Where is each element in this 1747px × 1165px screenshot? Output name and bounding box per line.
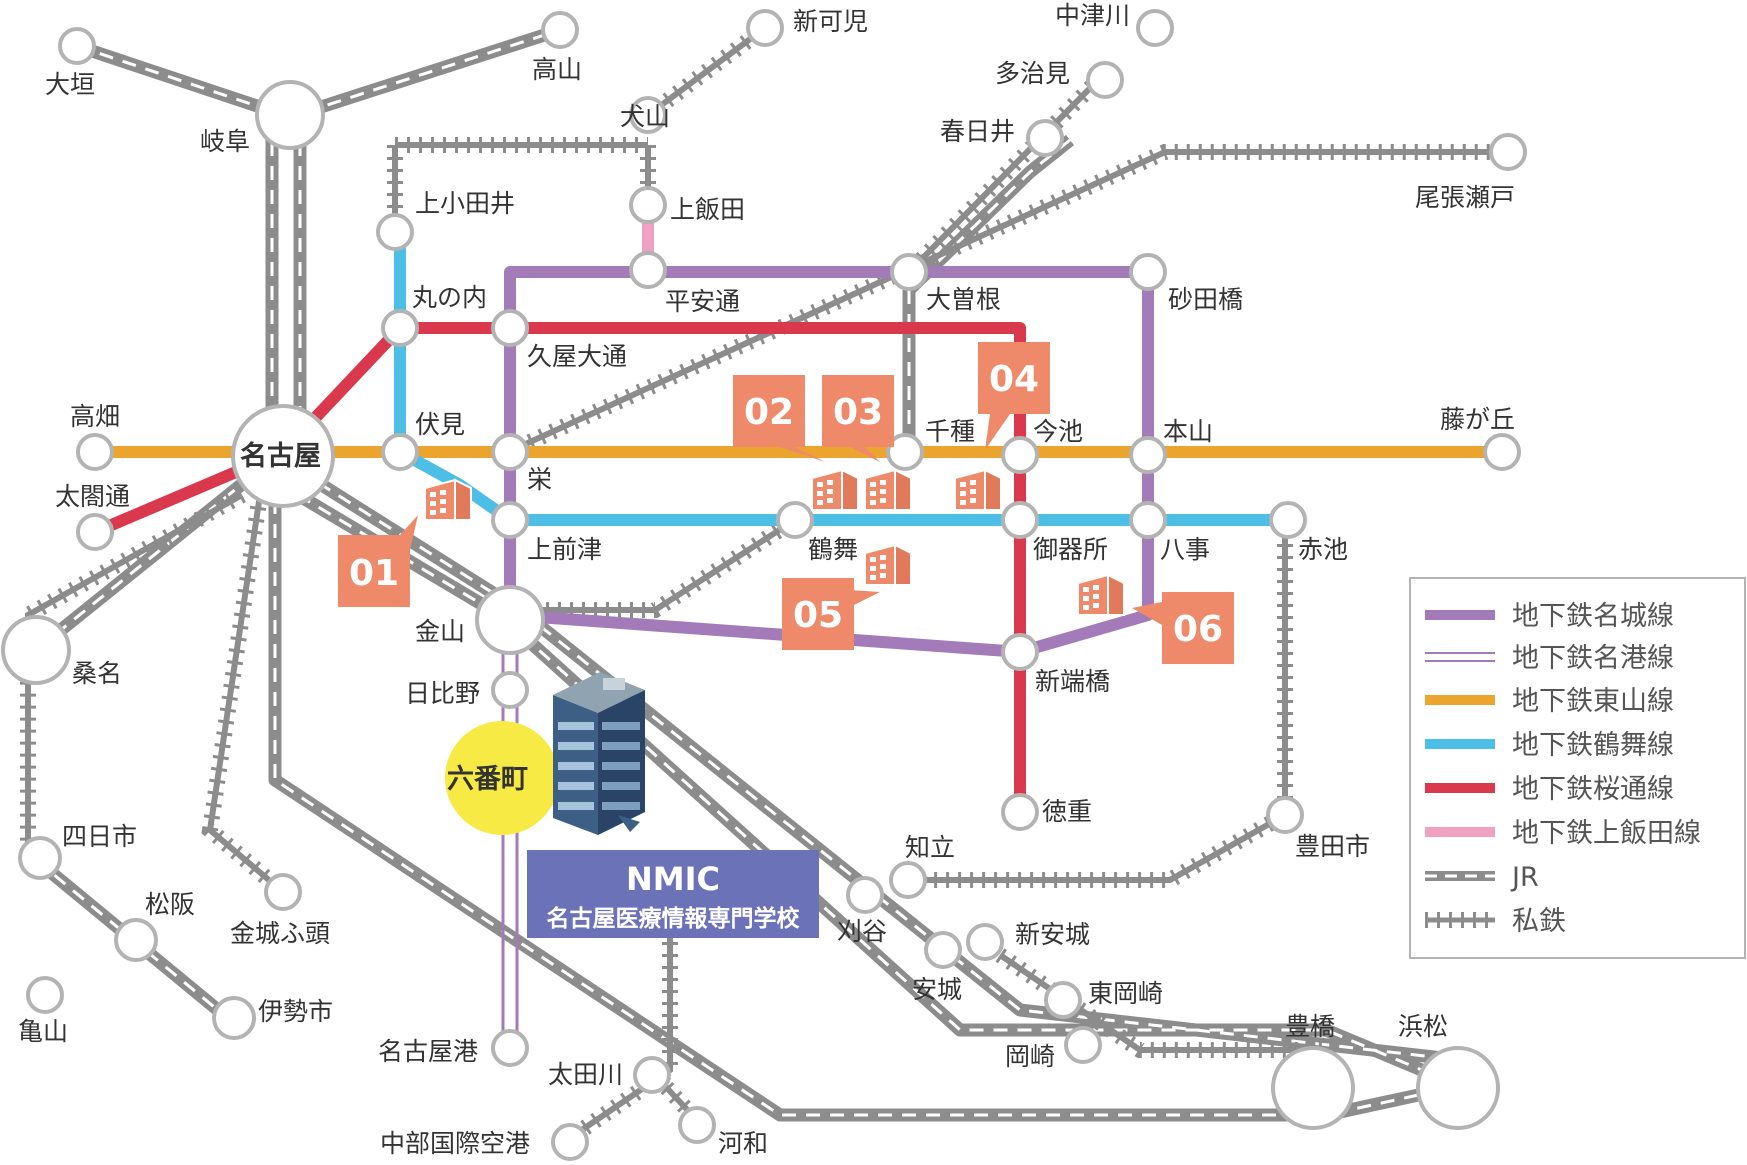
svg-text:02: 02 xyxy=(744,392,794,433)
label-kameyama: 亀山 xyxy=(18,1017,68,1046)
badge-02: 02 xyxy=(733,375,825,462)
label-takabata: 高畑 xyxy=(70,402,120,431)
label-hisaya: 久屋大通 xyxy=(527,342,627,371)
badge-01: 01 xyxy=(338,515,418,607)
label-tajimi: 多治見 xyxy=(995,59,1070,88)
label-otagawa: 太田川 xyxy=(548,1060,623,1089)
badge-04: 04 xyxy=(978,342,1050,450)
legend-label-jr: JR xyxy=(1510,862,1539,893)
legend-label-higashiyama: 地下鉄東山線 xyxy=(1512,686,1674,717)
label-higashiokazaki: 東岡崎 xyxy=(1088,979,1163,1008)
label-gifu: 岐阜 xyxy=(200,127,250,156)
legend-label-meijo: 地下鉄名城線 xyxy=(1512,601,1674,632)
label-yokkaichi: 四日市 xyxy=(62,822,137,851)
label-tokushige: 徳重 xyxy=(1042,797,1092,826)
building-icon-06 xyxy=(1077,574,1125,616)
label-toyohashi: 豊橋 xyxy=(1285,1012,1335,1041)
label-fushimi: 伏見 xyxy=(415,410,465,439)
svg-text:03: 03 xyxy=(833,392,883,433)
label-taikodori: 太閤通 xyxy=(55,482,130,511)
school-name: NMIC xyxy=(626,860,720,898)
label-shinanjo: 新安城 xyxy=(1015,920,1090,949)
legend-label-tsurumai: 地下鉄鶴舞線 xyxy=(1512,730,1674,761)
label-kinjofuto: 金城ふ頭 xyxy=(230,919,330,948)
label-nakatsugawa: 中津川 xyxy=(1055,1,1130,30)
label-kamiotai: 上小田井 xyxy=(415,189,515,218)
school-building-icon xyxy=(553,672,645,835)
label-kuwana: 桑名 xyxy=(72,659,122,688)
building-icon-04 xyxy=(954,469,1002,511)
legend-label-sakuradori: 地下鉄桜通線 xyxy=(1512,774,1674,805)
label-ozone: 大曽根 xyxy=(926,285,1001,314)
label-sunadabashi: 砂田橋 xyxy=(1168,285,1243,314)
legend-label-kamiiida: 地下鉄上飯田線 xyxy=(1512,818,1701,849)
legend-label-private: 私鉄 xyxy=(1512,906,1566,937)
label-nagoya: 名古屋 xyxy=(240,440,321,472)
svg-text:05: 05 xyxy=(793,595,843,636)
building-icon-01 xyxy=(424,479,472,521)
label-hamamatsu: 浜松 xyxy=(1398,1012,1448,1041)
label-kamiiida: 上飯田 xyxy=(670,195,745,224)
private-lines xyxy=(20,21,1508,1145)
label-tsurumai: 鶴舞 xyxy=(808,535,858,564)
svg-text:04: 04 xyxy=(989,359,1039,400)
label-chikusa: 千種 xyxy=(925,417,975,446)
label-inuyama: 犬山 xyxy=(620,102,670,131)
badge-06: 06 xyxy=(1132,592,1234,664)
label-chubu: 中部国際空港 xyxy=(380,1129,530,1158)
label-heiandori: 平安通 xyxy=(665,287,740,316)
legend-label-meiko: 地下鉄名港線 xyxy=(1512,643,1674,674)
label-gokiso: 御器所 xyxy=(1033,535,1108,564)
station-circles xyxy=(1,9,1527,1161)
label-toyotashi: 豊田市 xyxy=(1295,832,1370,861)
label-motoyama: 本山 xyxy=(1163,417,1213,446)
label-ogaki: 大垣 xyxy=(45,70,95,99)
label-akaike: 赤池 xyxy=(1298,535,1348,564)
building-icon-02 xyxy=(811,469,859,511)
svg-text:06: 06 xyxy=(1173,609,1223,650)
label-kanayama: 金山 xyxy=(415,617,465,646)
label-kasugai: 春日井 xyxy=(940,117,1015,146)
label-kowa: 河和 xyxy=(718,1129,768,1158)
label-imaike: 今池 xyxy=(1033,417,1083,446)
label-chiryu: 知立 xyxy=(905,833,955,862)
label-okazaki: 岡崎 xyxy=(1005,1042,1055,1071)
building-icon-05 xyxy=(864,544,912,586)
label-sakae: 栄 xyxy=(527,465,552,494)
badges: 01 02 03 04 05 06 xyxy=(338,342,1234,664)
legend: 地下鉄名城線 地下鉄名港線 地下鉄東山線 地下鉄鶴舞線 地下鉄桜通線 地下鉄上飯… xyxy=(1409,577,1746,959)
label-aratama: 新端橋 xyxy=(1035,667,1110,696)
svg-text:01: 01 xyxy=(349,553,399,594)
school-label: NMIC 名古屋医療情報専門学校 xyxy=(527,850,819,938)
building-icon-03 xyxy=(864,469,912,511)
label-iseshi: 伊勢市 xyxy=(258,997,333,1026)
label-anjo: 安城 xyxy=(912,975,962,1004)
label-shinkani: 新可児 xyxy=(793,7,868,36)
school-subtitle: 名古屋医療情報専門学校 xyxy=(547,905,801,932)
label-owariseto: 尾張瀬戸 xyxy=(1415,183,1515,212)
label-kamimaezu: 上前津 xyxy=(527,535,602,564)
label-nagoyako: 名古屋港 xyxy=(378,1037,478,1066)
badge-05: 05 xyxy=(782,578,880,650)
label-fujigaoka: 藤が丘 xyxy=(1440,405,1515,434)
label-yagoto: 八事 xyxy=(1160,535,1210,564)
badge-03: 03 xyxy=(822,375,894,462)
station-labels: 大垣 岐阜 高山 新可児 犬山 上飯田 中津川 多治見 春日井 尾張瀬戸 上小田… xyxy=(18,1,1515,1158)
label-rokubancho: 六番町 xyxy=(447,764,528,795)
label-kariya: 刈谷 xyxy=(837,917,887,946)
rokubancho-highlight xyxy=(445,721,559,835)
label-hibino: 日比野 xyxy=(405,679,480,708)
label-marunouchi: 丸の内 xyxy=(412,283,487,312)
label-matsusaka: 松阪 xyxy=(145,890,195,919)
label-takayama: 高山 xyxy=(532,55,582,84)
